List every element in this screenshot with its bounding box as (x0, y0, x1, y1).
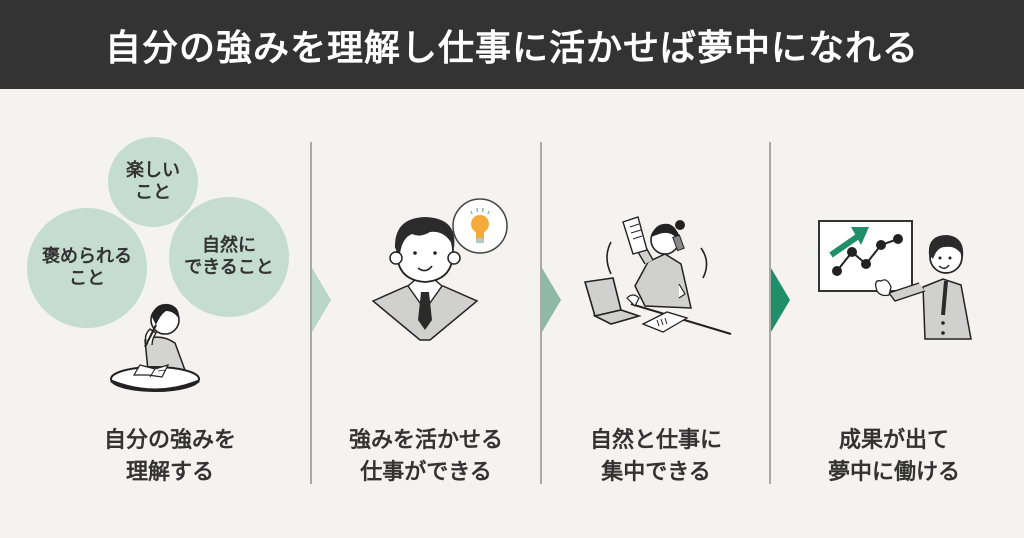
step-arrow-3-icon (771, 268, 790, 332)
step3-label: 自然と仕事に 集中できる (541, 425, 771, 489)
bubble-text: できること (184, 257, 274, 278)
businessman-illustration (371, 217, 479, 341)
step-arrow-2-icon (542, 268, 561, 332)
step-arrow-1-icon (312, 268, 331, 332)
bubble-natural: 自然に できること (169, 197, 289, 317)
bubble-text: 自然に (201, 234, 256, 256)
step-divider-1 (310, 142, 312, 484)
step1-label: 自分の強みを 理解する (55, 425, 285, 489)
bubble-text: こと (135, 182, 171, 203)
header-banner: 自分の強みを理解し仕事に活かせば夢中になれる (0, 0, 1024, 89)
step-divider-2 (540, 142, 542, 484)
bubble-text: こと (69, 268, 105, 289)
bubble-enjoyable: 楽しい こと (108, 137, 198, 227)
step3-label-line1: 自然と仕事に (589, 428, 722, 453)
step2-label: 強みを活かせる 仕事ができる (311, 425, 541, 489)
step3-label-line2: 集中できる (601, 459, 711, 485)
step1-label-line1: 自分の強みを (103, 428, 236, 453)
bubble-text: 楽しい (126, 159, 180, 181)
bubble-text: 褒められる (42, 245, 132, 267)
step4-label-line2: 夢中に働ける (827, 459, 960, 485)
bubble-praised: 褒められる こと (27, 208, 147, 328)
step-divider-3 (769, 142, 771, 484)
step4-label: 成果が出て 夢中に働ける (779, 425, 1009, 489)
lightbulb-idea-icon (452, 198, 508, 254)
step4-label-line1: 成果が出て (838, 428, 949, 453)
step2-label-line2: 仕事ができる (360, 459, 492, 485)
step1-label-line2: 理解する (125, 459, 214, 485)
woman-multitasking-illustration (583, 216, 732, 335)
person-thinking-illustration (110, 303, 200, 392)
growth-chart-presentation-illustration (818, 220, 972, 340)
page-title: 自分の強みを理解し仕事に活かせば夢中になれる (104, 27, 919, 69)
step2-label-line1: 強みを活かせる (348, 428, 503, 453)
